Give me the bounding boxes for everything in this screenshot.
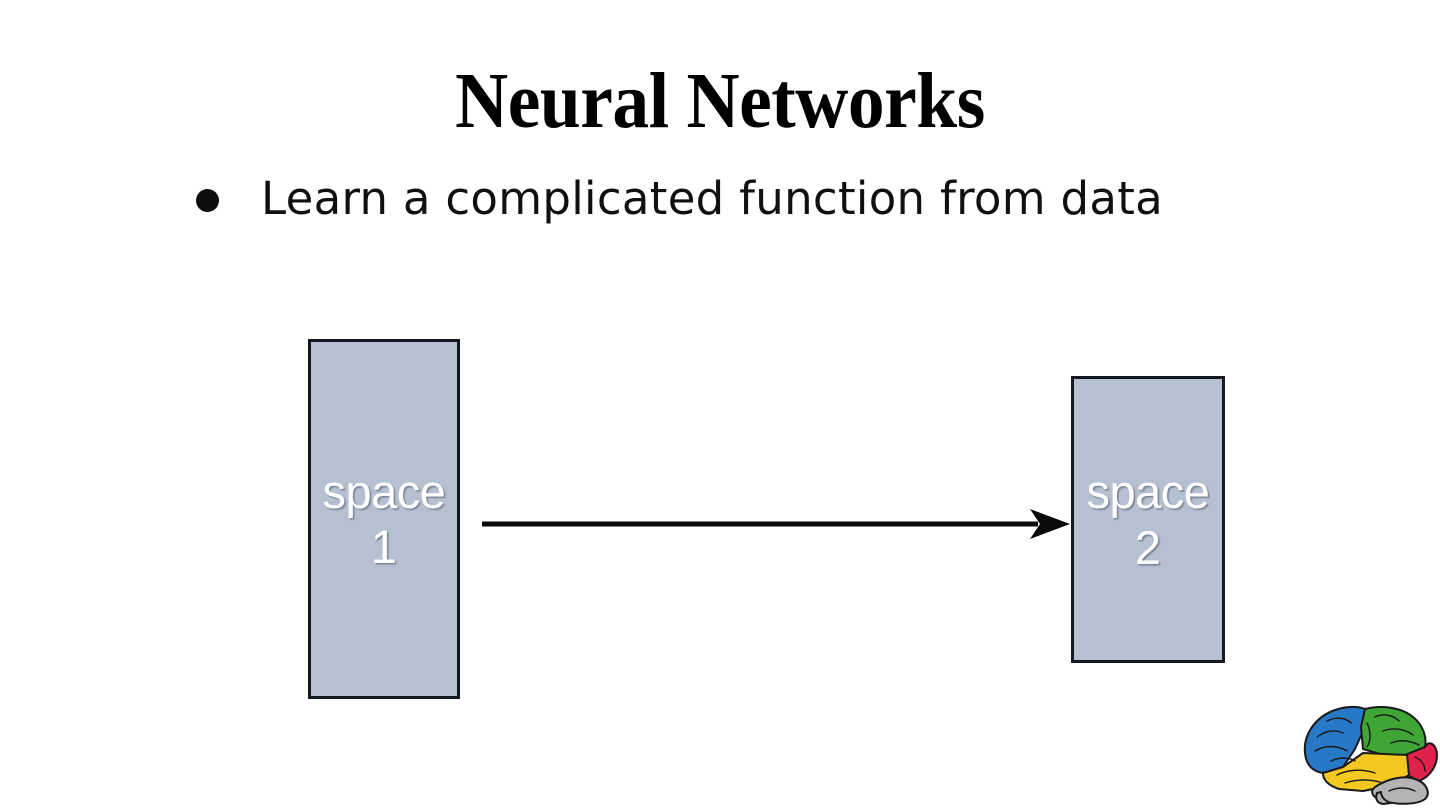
space-box-1-index: 1 — [370, 520, 398, 573]
space-box-2[interactable]: space 2 — [1071, 376, 1225, 663]
space-box-1-label: space — [322, 464, 446, 518]
mapping-arrow-icon — [482, 509, 1070, 539]
space-box-2-label: space — [1086, 465, 1210, 519]
page-title: Neural Networks — [455, 58, 985, 145]
bullet-dot-icon — [196, 189, 219, 212]
space-box-1[interactable]: space 1 — [308, 339, 460, 699]
bullet-item-label: Learn a complicated function from data — [261, 172, 1164, 225]
brain-illustration-icon — [1303, 705, 1438, 805]
space-box-2-index: 2 — [1134, 520, 1162, 574]
bullet-list-item: Learn a complicated function from data — [196, 172, 1163, 225]
